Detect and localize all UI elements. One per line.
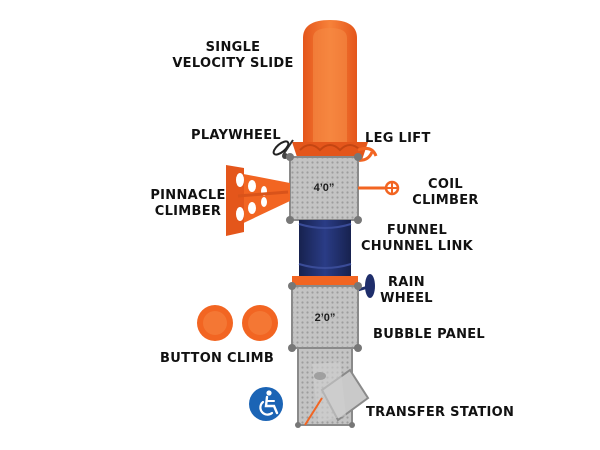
wheelchair-accessibility-icon xyxy=(249,387,283,421)
lower-deck-height: 2’0” xyxy=(315,312,336,324)
transfer-station xyxy=(295,347,370,428)
label-bubble-panel: BUBBLE PANEL xyxy=(373,327,486,342)
label-line: CLIMBER xyxy=(412,193,479,208)
coil-climber xyxy=(358,180,400,196)
label-line: FUNNEL xyxy=(386,223,448,238)
label-line: VELOCITY SLIDE xyxy=(172,56,294,71)
label-playwheel: PLAYWHEEL xyxy=(191,128,282,143)
label-transfer-station: TRANSFER STATION xyxy=(366,405,515,420)
label-pinnacle-climber: PINNACLE CLIMBER xyxy=(143,188,233,220)
label-funnel-chunnel-link: FUNNEL CHUNNEL LINK xyxy=(358,223,476,255)
upper-deck-height: 4’0” xyxy=(314,182,335,194)
label-leg-lift: LEG LIFT xyxy=(365,131,431,146)
funnel-chunnel-link xyxy=(292,220,358,286)
label-button-climb: BUTTON CLIMB xyxy=(160,351,275,366)
label-rain-wheel: RAIN WHEEL xyxy=(379,275,434,307)
label-line: SINGLE xyxy=(205,40,261,55)
label-line: CHUNNEL LINK xyxy=(360,239,474,254)
pinnacle-climber xyxy=(226,165,290,236)
button-climb xyxy=(197,305,278,341)
label-single-velocity-slide: SINGLE VELOCITY SLIDE xyxy=(168,40,298,72)
label-line: PINNACLE xyxy=(150,188,226,203)
label-line: CLIMBER xyxy=(154,204,222,219)
label-line: WHEEL xyxy=(380,291,433,306)
label-coil-climber: COIL CLIMBER xyxy=(408,177,483,209)
velocity-slide xyxy=(292,20,368,160)
label-line: RAIN xyxy=(388,275,425,290)
upper-deck: 4’0” xyxy=(286,153,362,224)
lower-deck: 2’0” xyxy=(288,282,362,352)
label-line: COIL xyxy=(428,177,463,192)
